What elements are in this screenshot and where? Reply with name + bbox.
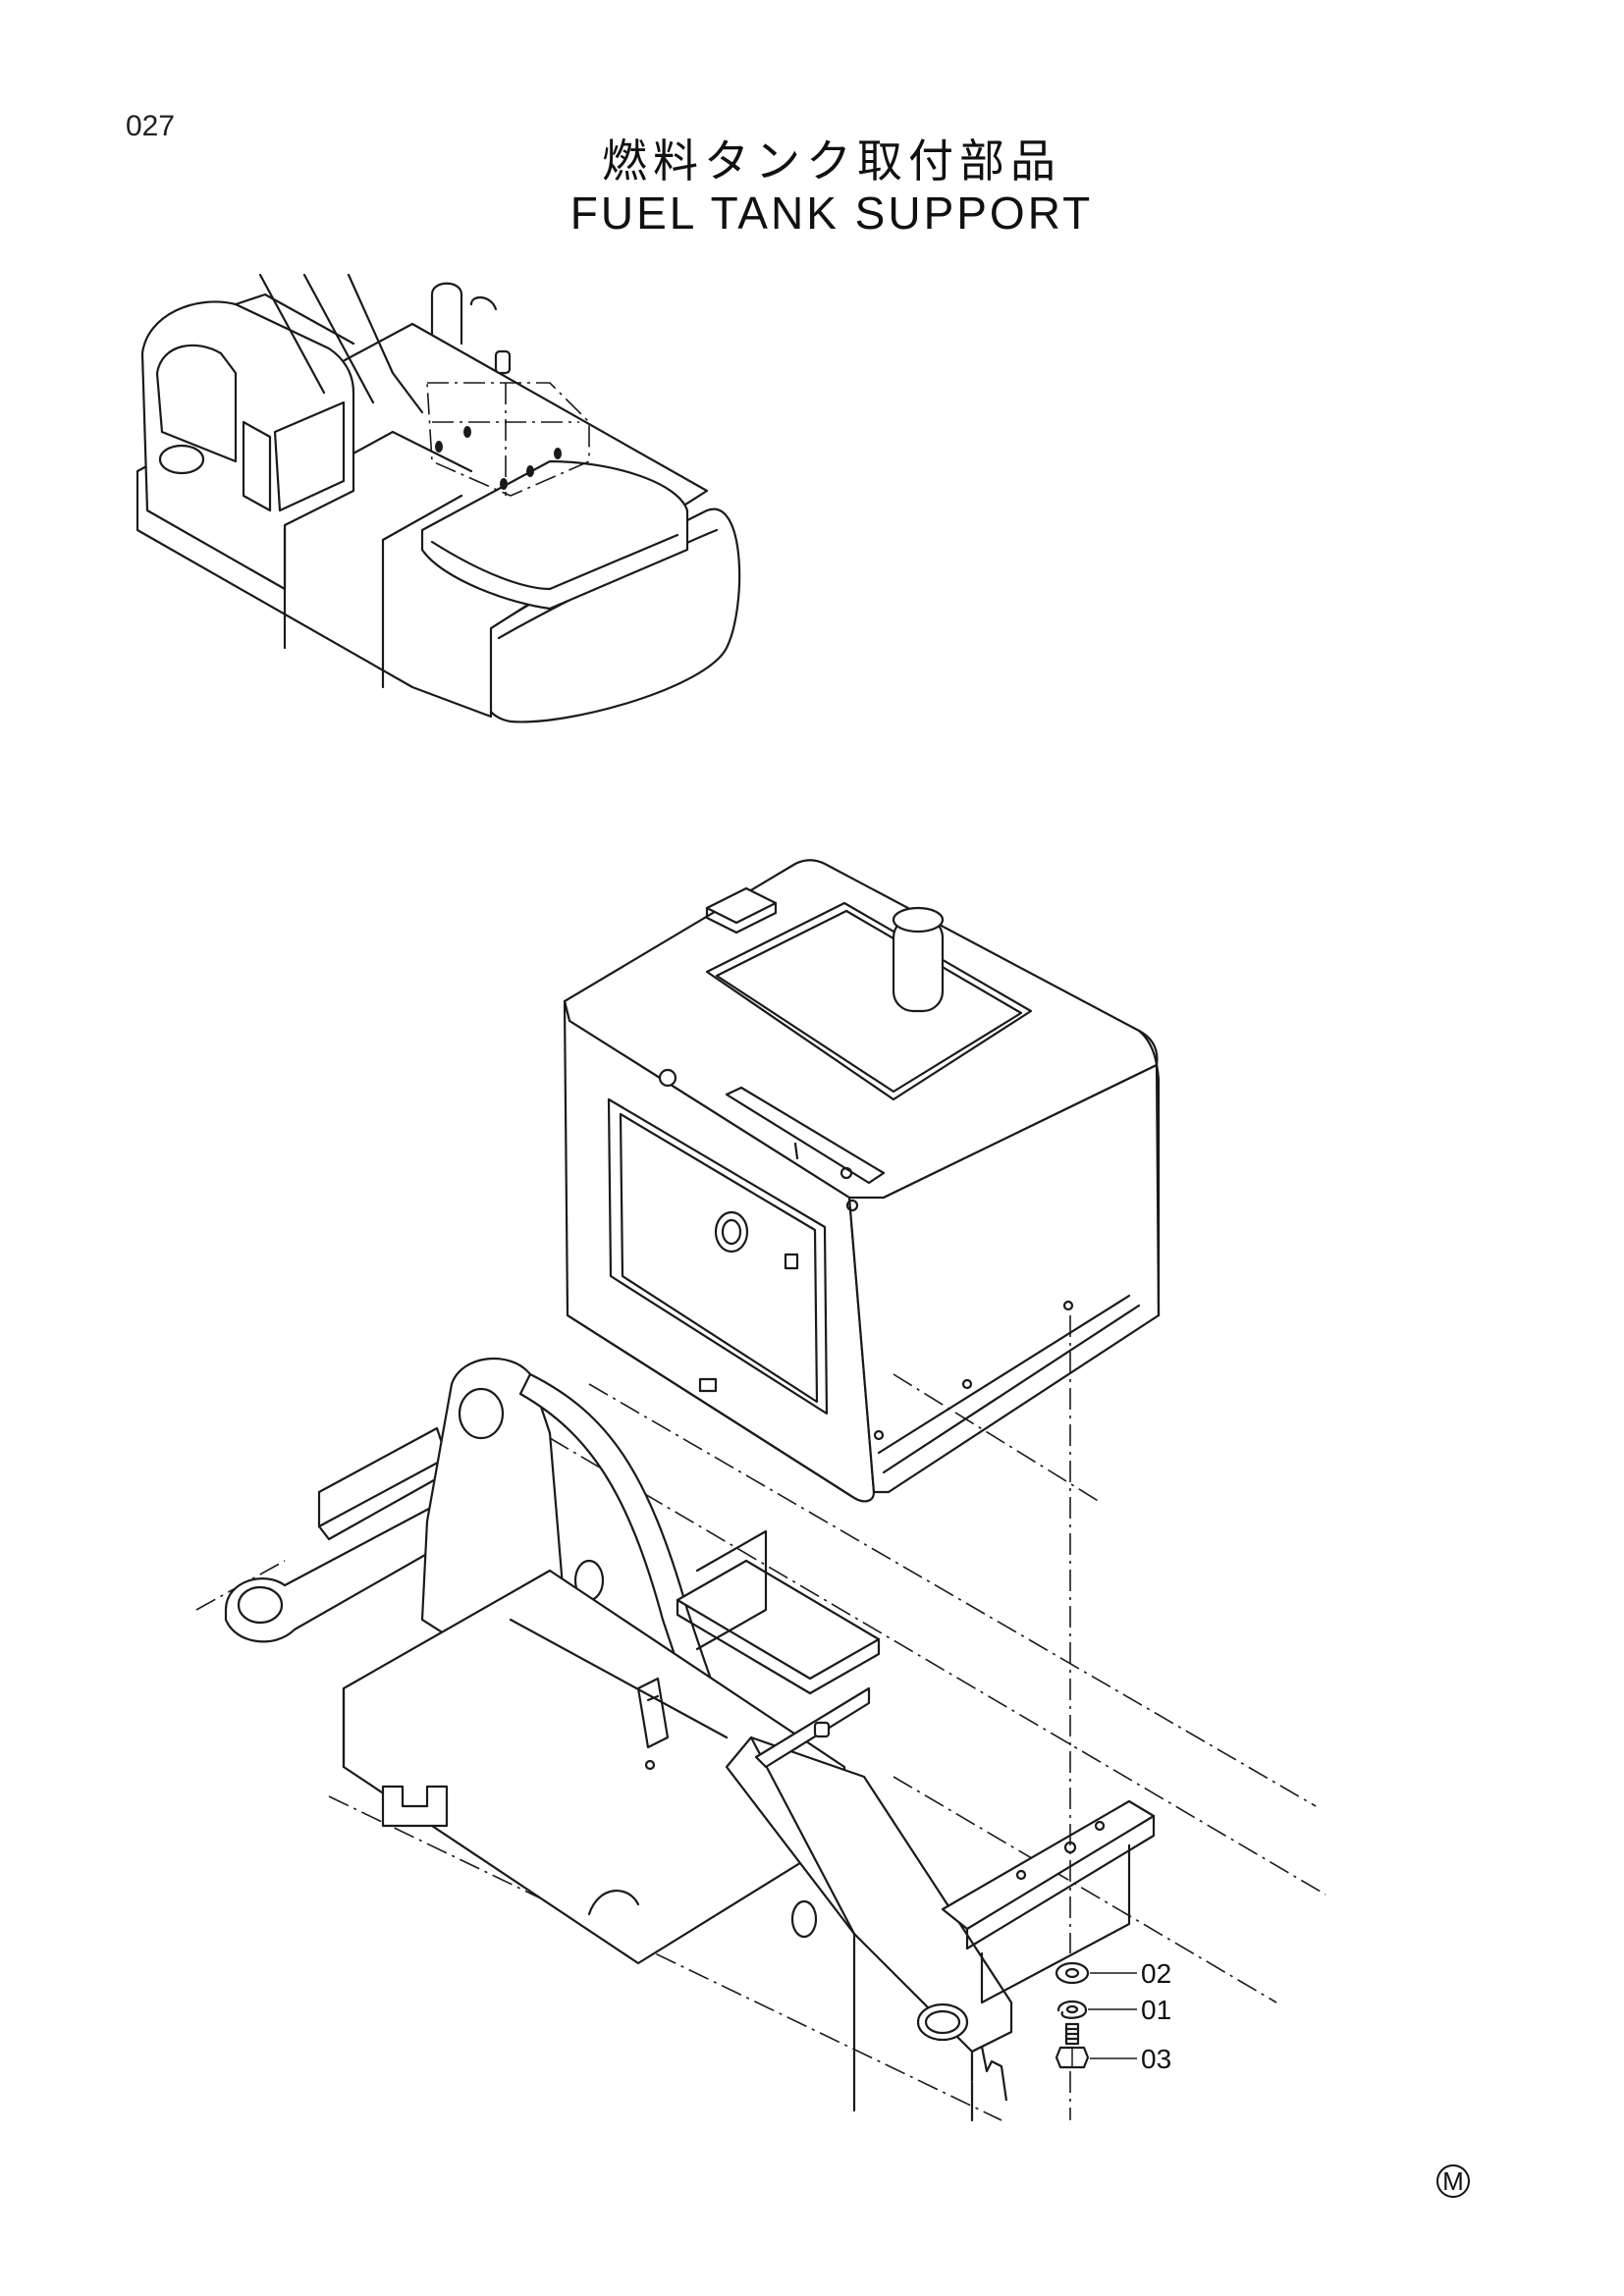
circled-m-mark: M — [1436, 2164, 1470, 2198]
mounting-hardware: 02 01 03 — [1055, 1315, 1171, 2120]
title-japanese: 燃料タンク取付部品 — [602, 134, 1061, 187]
excavator-overview — [135, 273, 741, 723]
title-english: FUEL TANK SUPPORT — [569, 187, 1094, 239]
fuel-tank — [563, 859, 1161, 1503]
callout-03: 03 — [1141, 2044, 1171, 2074]
page-number: 027 — [126, 110, 176, 142]
frame — [195, 1357, 1326, 2122]
callout-02: 02 — [1141, 1958, 1171, 1989]
overview-bolts — [435, 426, 562, 490]
mark-letter: M — [1442, 2166, 1464, 2196]
callout-01: 01 — [1141, 1995, 1171, 2025]
bolt-icon — [1055, 2022, 1090, 2069]
lock-washer-icon — [1056, 2000, 1088, 2019]
